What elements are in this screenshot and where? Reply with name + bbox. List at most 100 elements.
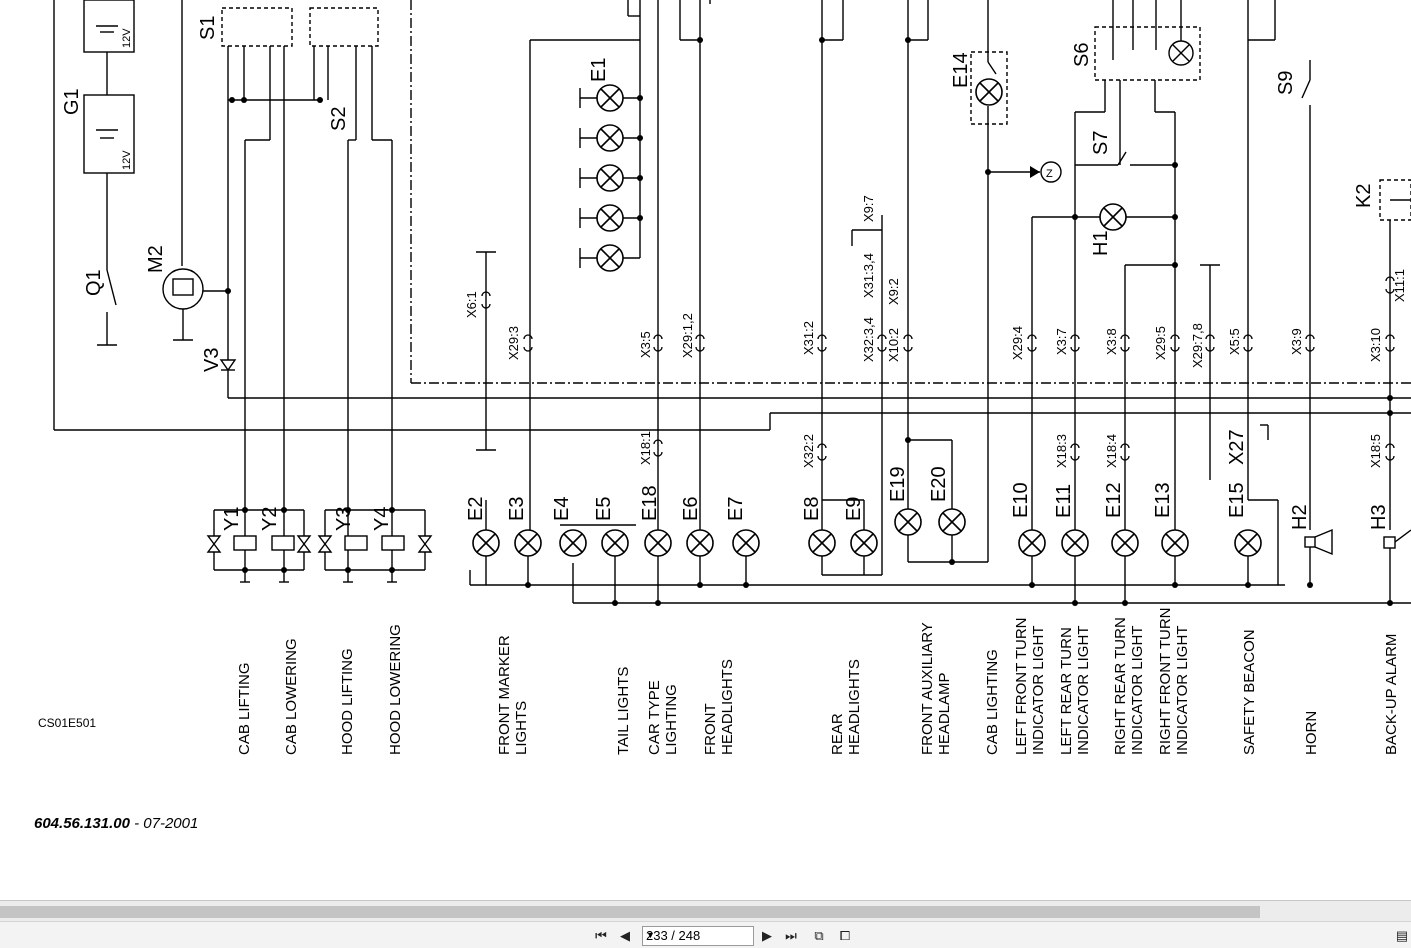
label-e4: E4 bbox=[551, 497, 573, 521]
label-y1: Y1 bbox=[221, 507, 243, 531]
caption-front-marker-1: FRONT MARKER bbox=[496, 635, 513, 755]
label-e14: E14 bbox=[950, 52, 972, 88]
conn-x18-1: X18:1 bbox=[638, 431, 653, 465]
conn-x3-7: X3:7 bbox=[1054, 328, 1069, 355]
label-e5: E5 bbox=[593, 497, 615, 521]
page-number-select[interactable]: 233 / 248 ▼ bbox=[642, 926, 754, 946]
conn-x29-78: X29:7,8 bbox=[1190, 323, 1205, 368]
label-e12: E12 bbox=[1103, 482, 1125, 518]
label-s7: S7 bbox=[1090, 131, 1112, 155]
label-y3: Y3 bbox=[333, 507, 355, 531]
fit-page-icon[interactable]: ⧉ bbox=[814, 928, 824, 943]
label-e19: E19 bbox=[887, 466, 909, 502]
conn-x11-1: X11:1 bbox=[1392, 269, 1407, 302]
next-page-icon[interactable]: ▶ bbox=[762, 928, 772, 943]
label-k2: K2 bbox=[1353, 184, 1375, 208]
conn-x9-2: X9:2 bbox=[886, 278, 901, 305]
caption-front-marker-2: LIGHTS bbox=[513, 701, 530, 755]
label-s1: S1 bbox=[197, 16, 219, 40]
conn-x29-12: X29:1,2 bbox=[680, 313, 695, 358]
caption-cab-lowering: CAB LOWERING bbox=[283, 638, 300, 755]
caption-lr-turn-2: INDICATOR LIGHT bbox=[1075, 626, 1092, 755]
conn-x5-5: X5:5 bbox=[1227, 328, 1242, 355]
conn-x3-8: X3:8 bbox=[1104, 328, 1119, 355]
caption-rear-headlights-1: REAR bbox=[829, 713, 846, 755]
label-e6: E6 bbox=[680, 497, 702, 521]
conn-x18-3: X18:3 bbox=[1054, 434, 1069, 468]
conn-x18-5: X18:5 bbox=[1368, 434, 1383, 468]
label-e8: E8 bbox=[801, 497, 823, 521]
caption-hood-lowering: HOOD LOWERING bbox=[387, 624, 404, 755]
label-e1: E1 bbox=[588, 58, 610, 82]
caption-rf-turn-2: INDICATOR LIGHT bbox=[1174, 626, 1191, 755]
label-x27: X27 bbox=[1226, 429, 1248, 465]
label-v3: V3 bbox=[201, 348, 223, 372]
caption-front-aux-2: HEADLAMP bbox=[936, 672, 953, 755]
caption-cab-lighting: CAB LIGHTING bbox=[984, 649, 1001, 755]
conn-x6-1: X6:1 bbox=[464, 291, 479, 318]
prev-page-icon[interactable]: ◀ bbox=[620, 928, 630, 943]
part-number: 604.56.131.00 bbox=[34, 815, 130, 832]
label-z: Z bbox=[1046, 168, 1053, 180]
label-h1: H1 bbox=[1090, 230, 1112, 256]
conn-x31-2: X31:2 bbox=[801, 321, 816, 355]
first-page-icon[interactable]: ⏮ bbox=[595, 928, 607, 943]
label-s9: S9 bbox=[1275, 71, 1297, 95]
page-indicator: 233 / 248 bbox=[646, 928, 701, 943]
caption-front-headlights-1: FRONT bbox=[702, 703, 719, 755]
conn-x29-3: X29:3 bbox=[506, 326, 521, 360]
caption-lf-turn-2: INDICATOR LIGHT bbox=[1030, 626, 1047, 755]
wiring-schematic: G1 Q1 M2 V3 S1 S2 Y1 Y2 Y3 Y4 E1 E2 E3 E… bbox=[53, 0, 1411, 755]
revision-date: - 07-2001 bbox=[129, 815, 199, 832]
caption-safety-beacon: SAFETY BEACON bbox=[1241, 629, 1258, 755]
label-e13: E13 bbox=[1152, 482, 1174, 518]
conn-x31-34: X31:3,4 bbox=[861, 253, 876, 298]
conn-x29-4: X29:4 bbox=[1010, 326, 1025, 360]
label-g1: G1 bbox=[61, 88, 83, 115]
conn-x32-34: X32:3,4 bbox=[861, 317, 876, 362]
conn-x10-2: X10:2 bbox=[886, 328, 901, 362]
last-page-icon[interactable]: ⏭ bbox=[785, 928, 797, 943]
caption-car-type-2: LIGHTING bbox=[663, 684, 680, 755]
sidebar-toggle-icon[interactable]: ▤ bbox=[1395, 928, 1409, 943]
conn-x3-9: X3:9 bbox=[1289, 328, 1304, 355]
caption-rf-turn-1: RIGHT FRONT TURN bbox=[1157, 607, 1174, 755]
label-q1: Q1 bbox=[83, 269, 105, 296]
label-e10: E10 bbox=[1010, 482, 1032, 518]
label-m2: M2 bbox=[145, 245, 167, 273]
conn-x29-5: X29:5 bbox=[1153, 326, 1168, 360]
label-e2: E2 bbox=[465, 497, 487, 521]
caption-hood-lifting: HOOD LIFTING bbox=[339, 648, 356, 755]
conn-x3-5: X3:5 bbox=[638, 331, 653, 358]
fit-width-icon[interactable]: ⧠ bbox=[839, 928, 851, 943]
caption-front-headlights-2: HEADLIGHTS bbox=[719, 659, 736, 755]
caption-cab-lifting: CAB LIFTING bbox=[236, 662, 253, 755]
label-h3: H3 bbox=[1368, 504, 1390, 530]
document-reference: 604.56.131.00 - 07-2001 bbox=[34, 815, 198, 832]
conn-x32-2: X32:2 bbox=[801, 434, 816, 468]
label-e9: E9 bbox=[843, 497, 865, 521]
caption-front-aux-1: FRONT AUXILIARY bbox=[919, 622, 936, 755]
label-e18: E18 bbox=[639, 485, 661, 521]
label-e11: E11 bbox=[1053, 484, 1075, 518]
chevron-down-icon: ▼ bbox=[646, 930, 655, 940]
label-e15: E15 bbox=[1226, 482, 1248, 518]
caption-tail-lights: TAIL LIGHTS bbox=[615, 667, 632, 755]
figure-code: CS01E501 bbox=[38, 716, 97, 730]
caption-horn: HORN bbox=[1303, 711, 1320, 755]
caption-car-type-1: CAR TYPE bbox=[646, 680, 663, 755]
label-y2: Y2 bbox=[259, 507, 281, 531]
scrollbar-thumb[interactable] bbox=[0, 906, 1260, 918]
label-s6: S6 bbox=[1071, 43, 1093, 67]
caption-lr-turn-1: LEFT REAR TURN bbox=[1058, 627, 1075, 755]
conn-x3-10: X3:10 bbox=[1368, 328, 1383, 362]
label-y4: Y4 bbox=[371, 507, 393, 531]
label-h2: H2 bbox=[1289, 504, 1311, 530]
g1-upper-voltage: 12V bbox=[121, 28, 133, 48]
conn-x18-4: X18:4 bbox=[1104, 434, 1119, 468]
caption-lf-turn-1: LEFT FRONT TURN bbox=[1013, 617, 1030, 755]
caption-rr-turn-1: RIGHT REAR TURN bbox=[1112, 617, 1129, 755]
label-s2: S2 bbox=[328, 107, 350, 131]
caption-rear-headlights-2: HEADLIGHTS bbox=[846, 659, 863, 755]
caption-rr-turn-2: INDICATOR LIGHT bbox=[1129, 626, 1146, 755]
